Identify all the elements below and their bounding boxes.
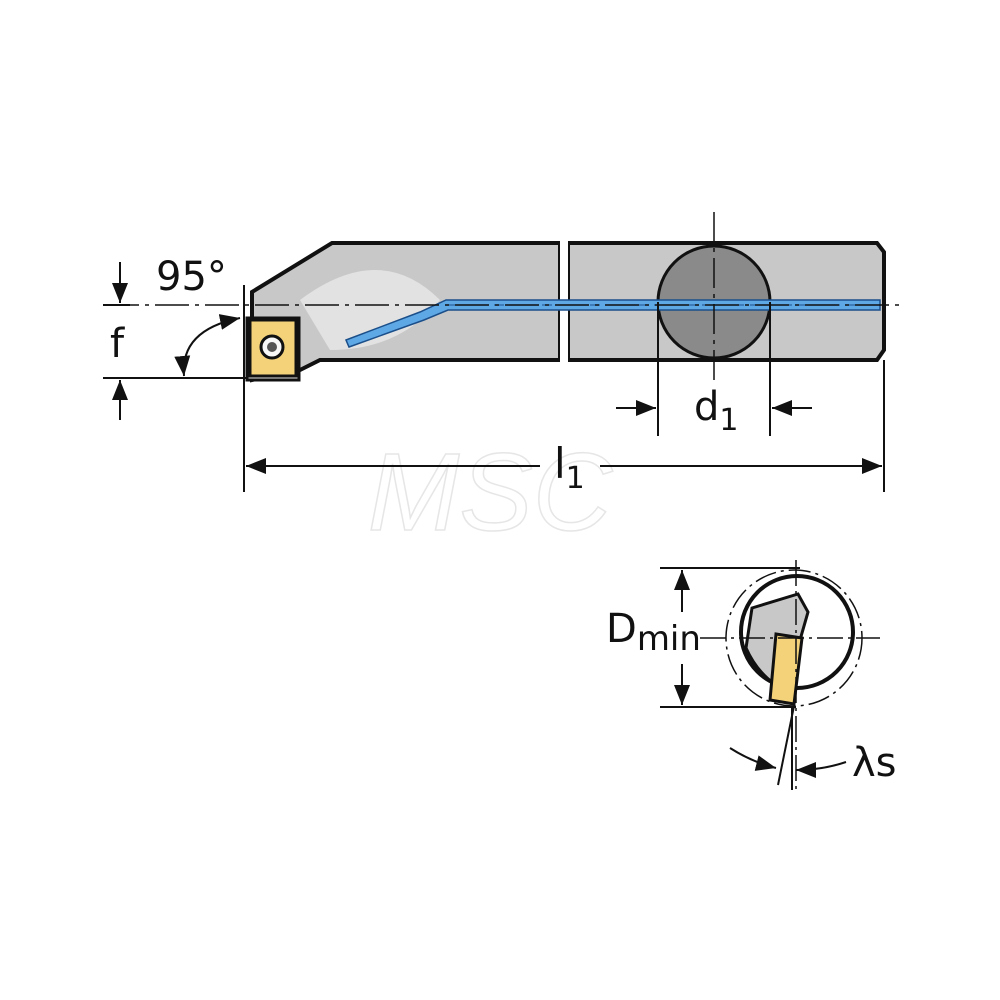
angle-label: 95° (156, 254, 227, 300)
d1-label: d1 (694, 384, 738, 438)
head-cavity (300, 270, 440, 350)
lambda-label: λs (852, 740, 897, 786)
insert-end (768, 632, 804, 706)
f-label: f (110, 321, 125, 367)
end-view: Dmin λs (606, 560, 897, 790)
dmin-label: Dmin (606, 606, 701, 659)
l1-label: l1 (554, 439, 585, 496)
angle-arc (174, 314, 241, 377)
watermark: MSC (368, 431, 614, 554)
side-view: 95° f d1 l1 (103, 212, 905, 496)
